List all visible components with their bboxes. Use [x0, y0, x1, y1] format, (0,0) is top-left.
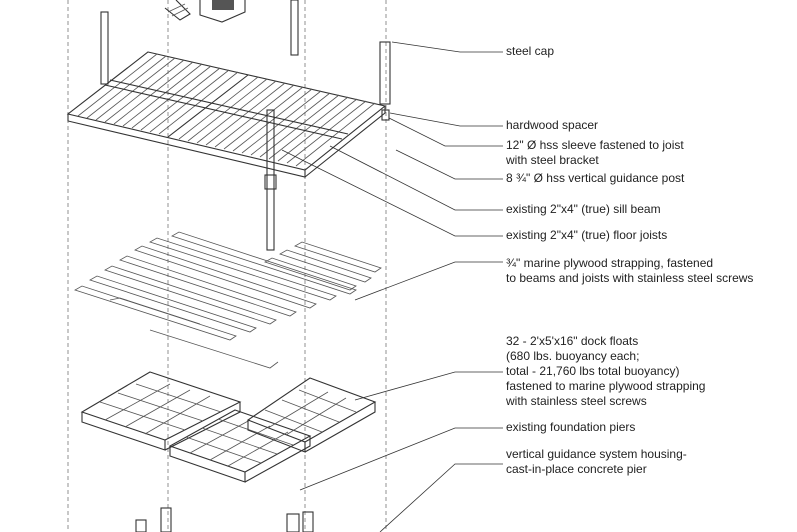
dock-floats	[80, 371, 377, 483]
label-guidance-post: 8 ¾" Ø hss vertical guidance post	[506, 171, 685, 185]
alignment-lines	[67, 0, 387, 532]
guidance-posts-lower	[264, 109, 390, 251]
deck-frame	[66, 51, 387, 178]
label-hardwood-spacer: hardwood spacer	[506, 118, 599, 132]
guidance-posts-upper	[100, 0, 391, 105]
foundation-piers	[135, 507, 314, 532]
building-fragment	[164, 0, 246, 23]
label-floor-joists: existing 2"x4" (true) floor joists	[506, 228, 668, 242]
label-foundation-piers: existing foundation piers	[506, 420, 636, 434]
label-sill-beam: existing 2"x4" (true) sill beam	[506, 202, 661, 216]
leader-lines	[281, 41, 503, 532]
label-plywood-strapping: ¾" marine plywood strapping, fastened to…	[506, 256, 754, 285]
plywood-strapping	[74, 231, 382, 369]
label-dock-floats: 32 - 2'x5'x16" dock floats (680 lbs. buo…	[506, 334, 706, 408]
label-hss-sleeve: 12" Ø hss sleeve fastened to joist with …	[506, 138, 684, 167]
label-steel-cap: steel cap	[506, 44, 555, 58]
label-guidance-housing: vertical guidance system housing- cast-i…	[506, 447, 687, 476]
